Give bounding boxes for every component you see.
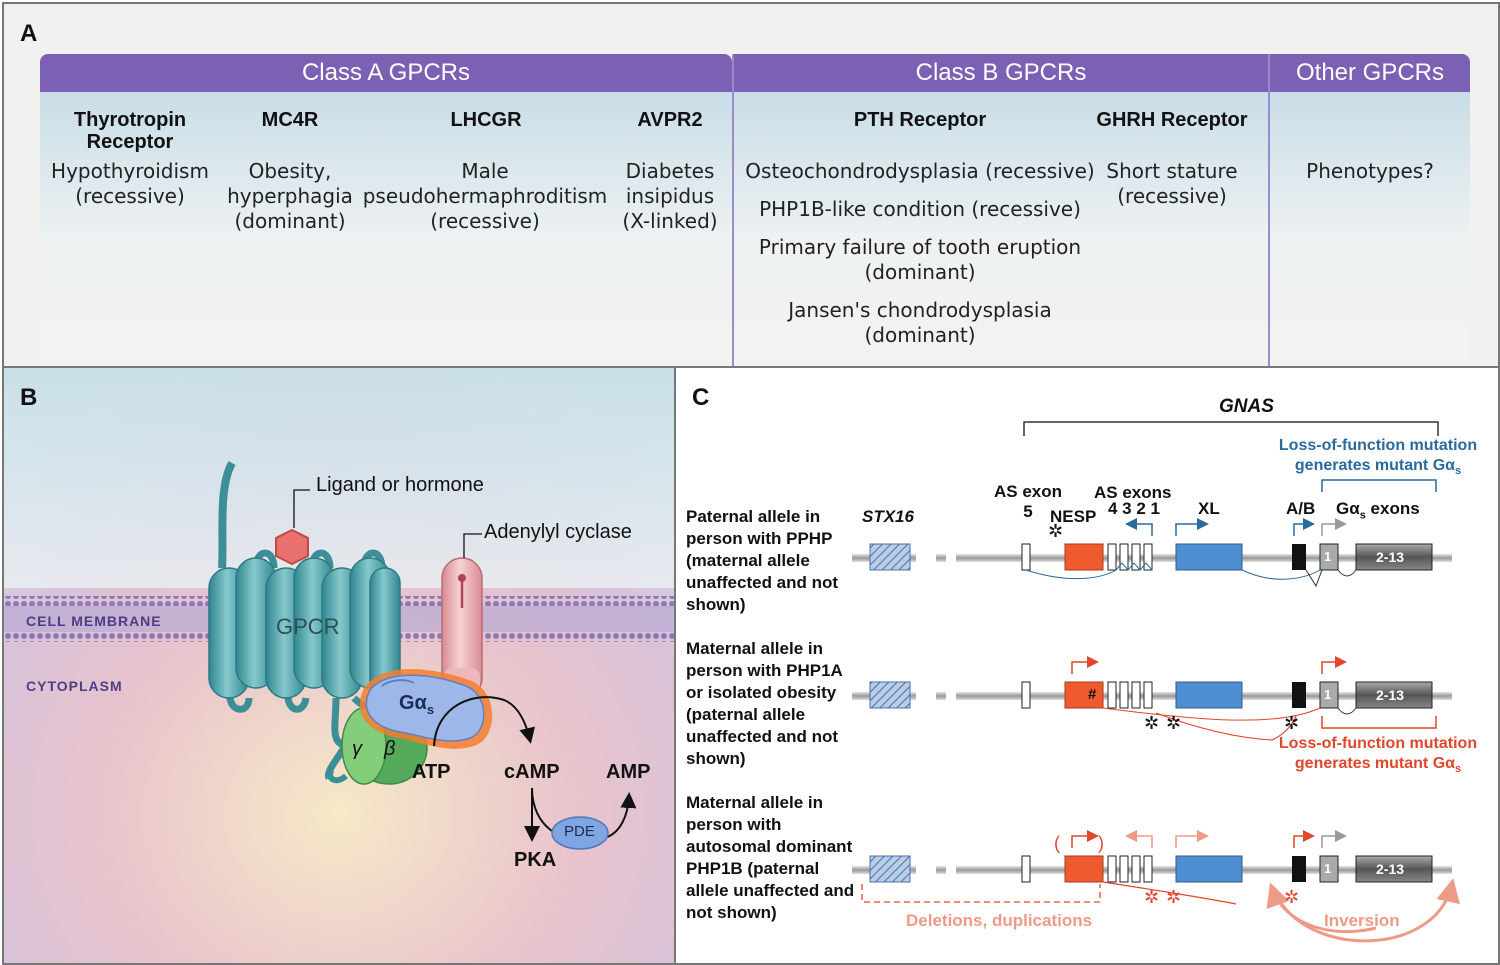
camp-label: cAMP xyxy=(504,761,560,783)
gpcr-receptor xyxy=(208,461,403,780)
g-alpha-s xyxy=(359,669,493,749)
ligand-hexagon xyxy=(275,528,309,566)
adenylyl-cyclase-label: Adenylyl cyclase xyxy=(484,521,632,543)
atp-label: ATP xyxy=(412,761,451,783)
receptor-disease: Diabetes insipidus (X-linked) xyxy=(622,159,718,233)
panel-a: A Class A GPCRs Class B GPCRs Other GPCR… xyxy=(2,2,1500,368)
receptor-name: PTH Receptor xyxy=(853,109,987,131)
cell-membrane-label: CELL MEMBRANE xyxy=(26,613,162,629)
receptor-disease: Hypothyroidism (recessive) xyxy=(51,159,209,208)
receptor-name: GHRH Receptor xyxy=(1096,109,1248,131)
as-exon-numbers: 4 3 2 1 xyxy=(1108,499,1160,518)
receptor-name: LHCGR xyxy=(450,109,522,131)
exon-1-label: 1 xyxy=(1324,861,1332,876)
mutation-star-icon: ✲ xyxy=(1284,713,1300,733)
gnas-locus-diagram xyxy=(852,421,1460,943)
signaling-diagram xyxy=(4,368,674,963)
pka-label: PKA xyxy=(514,849,557,871)
as-exon5-label: AS exon 5 xyxy=(993,482,1063,521)
receptor-disease: Primary failure of tooth eruption (domin… xyxy=(758,235,1082,284)
paren-open: ( xyxy=(1054,833,1060,853)
paren-close: ) xyxy=(1098,833,1104,853)
mutation-star-icon: ✲ xyxy=(1166,887,1182,907)
exon-1-label: 1 xyxy=(1324,687,1332,702)
panel-c-label: C xyxy=(692,384,710,411)
loss-of-function-mid: Loss-of-function mutation generates muta… xyxy=(1278,735,1478,776)
receptor-name: Thyrotropin Receptor xyxy=(73,109,187,153)
receptor-table: Class A GPCRs Class B GPCRs Other GPCRs … xyxy=(40,54,1470,366)
beta-label: β xyxy=(384,738,396,760)
other-header: Other GPCRs xyxy=(1270,54,1470,92)
xl-label: XL xyxy=(1198,499,1220,518)
receptor-disease: Obesity, hyperphagia (dominant) xyxy=(227,159,353,233)
receptor-disease: Osteochondrodysplasia (recessive) xyxy=(745,159,1095,183)
class-a-header: Class A GPCRs xyxy=(40,54,732,92)
allele-row-3 xyxy=(852,830,1460,943)
gamma-label: γ xyxy=(352,738,362,760)
ligand-label: Ligand or hormone xyxy=(316,474,484,496)
mutation-star-icon: ✲ xyxy=(1166,713,1182,733)
receptor-disease: Phenotypes? xyxy=(1306,159,1434,183)
mutation-star-icon: ✲ xyxy=(1144,887,1160,907)
cytoplasm-label: CYTOPLASM xyxy=(26,678,123,694)
as-exons-label: AS exons xyxy=(1094,483,1172,502)
gas-exons-label: Gαs exons xyxy=(1336,499,1420,522)
column-divider xyxy=(732,54,734,366)
exon-2-13-label: 2-13 xyxy=(1376,861,1405,877)
amp-label: AMP xyxy=(606,761,651,783)
deletions-label: Deletions, duplications xyxy=(906,911,1093,930)
exon-2-13-label: 2-13 xyxy=(1376,687,1405,703)
receptor-name: MC4R xyxy=(261,109,319,131)
receptor-disease: Short stature (recessive) xyxy=(1106,159,1238,208)
gnas-label: GNAS xyxy=(1219,396,1274,417)
pde-label: PDE xyxy=(564,823,595,840)
stx16-label: STX16 xyxy=(862,507,914,526)
receptor-name: AVPR2 xyxy=(637,109,703,131)
gpcr-label: GPCR xyxy=(276,614,340,639)
allele-row-2 xyxy=(852,656,1452,741)
receptor-disease: PHP1B-like condition (recessive) xyxy=(759,197,1081,221)
mutation-star-icon: ✲ xyxy=(1048,521,1064,541)
panel-b-label: B xyxy=(20,384,38,411)
gnas-bracket xyxy=(1023,421,1439,436)
panel-b: B Ligand or hormone Adenylyl cyclase GPC… xyxy=(2,366,676,965)
row-2-description: Maternal allele in person with PHP1A or … xyxy=(686,639,843,768)
other-column xyxy=(1270,92,1470,366)
panel-c: C GNAS Loss-of-function mutation generat… xyxy=(674,366,1500,965)
hash-mark: # xyxy=(1088,686,1097,703)
class-b-header: Class B GPCRs xyxy=(734,54,1268,92)
pde-enzyme xyxy=(551,816,609,850)
atp-to-camp-arrow xyxy=(433,696,536,747)
receptor-disease: Jansen's chondrodysplasia (dominant) xyxy=(788,298,1052,347)
loss-of-function-top: Loss-of-function mutation generates muta… xyxy=(1278,437,1478,478)
row-1-description: Paternal allele in person with PPHP (mat… xyxy=(686,507,839,614)
g-alpha-s-label: Gαs xyxy=(399,692,435,717)
exon-1-label: 1 xyxy=(1324,549,1332,564)
column-divider xyxy=(1268,54,1270,366)
inversion-label: Inversion xyxy=(1324,911,1400,930)
mutation-star-icon: ✲ xyxy=(1144,713,1160,733)
class-a-column xyxy=(40,92,732,366)
exon-2-13-label: 2-13 xyxy=(1376,549,1405,565)
nesp-label: NESP xyxy=(1050,507,1097,526)
mutation-star-icon: ✲ xyxy=(1284,887,1300,907)
row-3-description: Maternal allele in person with autosomal… xyxy=(686,793,855,922)
allele-row-1 xyxy=(852,518,1452,588)
panel-a-label: A xyxy=(20,20,38,47)
ab-label: A/B xyxy=(1286,499,1316,518)
receptor-disease: Male pseudohermaphroditism (recessive) xyxy=(362,159,608,233)
class-b-column xyxy=(734,92,1268,366)
